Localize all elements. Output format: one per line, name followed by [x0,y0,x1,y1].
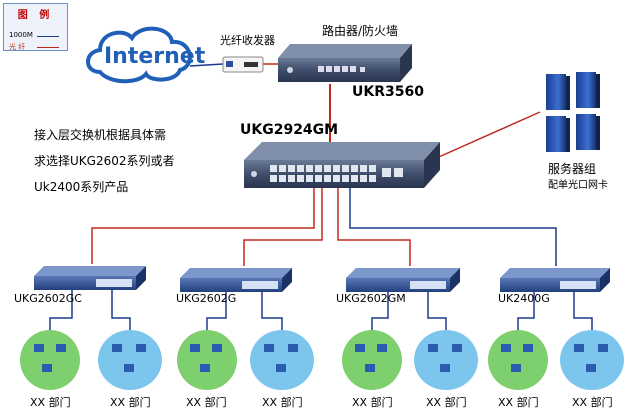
legend-item-fiber-label: 光 纤 [9,43,26,51]
server-group-label: 服务器组 [548,162,597,176]
server-group-icon [546,72,600,152]
server-group-sublabel: 配单光口网卡 [548,180,608,191]
legend-copper-line [37,36,59,37]
legend-title: 图 例 [17,10,54,21]
access-switch-4-label: UK2400G [498,292,550,305]
department-8-label: XX 部门 [572,396,613,409]
link-access2-dept3 [206,290,227,330]
access-switch-3-label: UKG2602GM [336,292,406,305]
router-label: 路由器/防火墙 [322,24,399,38]
link-access2-dept4 [261,290,283,330]
link-access3-dept5 [371,290,389,330]
internet-cloud-icon [86,26,192,84]
department-1-icon [20,330,80,390]
legend: 图 例 1000M 光 纤 [3,3,68,51]
department-4-label: XX 部门 [262,396,303,409]
access-switch-2-icon [180,268,292,292]
department-3-icon [177,330,237,390]
link-access3-dept6 [427,290,447,330]
core-switch-device-icon [244,142,440,188]
link-core-servers [431,111,541,161]
legend-fiber-line [37,47,59,48]
access-switch-1-icon [34,266,146,290]
link-access1-dept1 [49,290,73,330]
router-device-icon [278,44,412,82]
link-access1-dept2 [111,290,131,330]
core-switch-model-label: UKG2924GM [240,122,339,138]
transceiver-label: 光纤收发器 [220,34,275,47]
link-access4-dept7 [517,290,535,330]
department-6-icon [414,330,478,390]
access-switch-4-icon [500,268,610,292]
link-core-access-3 [337,188,411,266]
department-2-icon [98,330,162,390]
department-7-label: XX 部门 [498,396,539,409]
department-5-label: XX 部门 [352,396,393,409]
access-switch-3-icon [346,268,460,292]
department-7-icon [488,330,548,390]
link-core-access-4 [349,188,557,266]
department-4-icon [250,330,314,390]
note-line-3: Uk2400系列产品 [34,180,129,194]
department-5-icon [342,330,402,390]
department-6-label: XX 部门 [426,396,467,409]
link-core-access-1 [91,188,315,264]
internet-label: Internet [104,44,206,69]
access-switch-1-label: UKG2602GC [14,292,82,305]
link-access4-dept8 [573,290,593,330]
link-internet-transceiver [189,63,224,67]
transceiver-device-icon [222,56,264,73]
link-core-access-2 [243,188,323,266]
department-8-icon [560,330,624,390]
note-line-2: 求选择UKG2602系列或者 [34,154,175,168]
router-model-label: UKR3560 [352,84,424,100]
department-1-label: XX 部门 [30,396,71,409]
access-switch-2-label: UKG2602G [176,292,237,305]
note-line-1: 接入层交换机根据具体需 [34,128,167,142]
department-3-label: XX 部门 [186,396,227,409]
department-2-label: XX 部门 [110,396,151,409]
legend-item-1000m-label: 1000M [9,31,33,39]
